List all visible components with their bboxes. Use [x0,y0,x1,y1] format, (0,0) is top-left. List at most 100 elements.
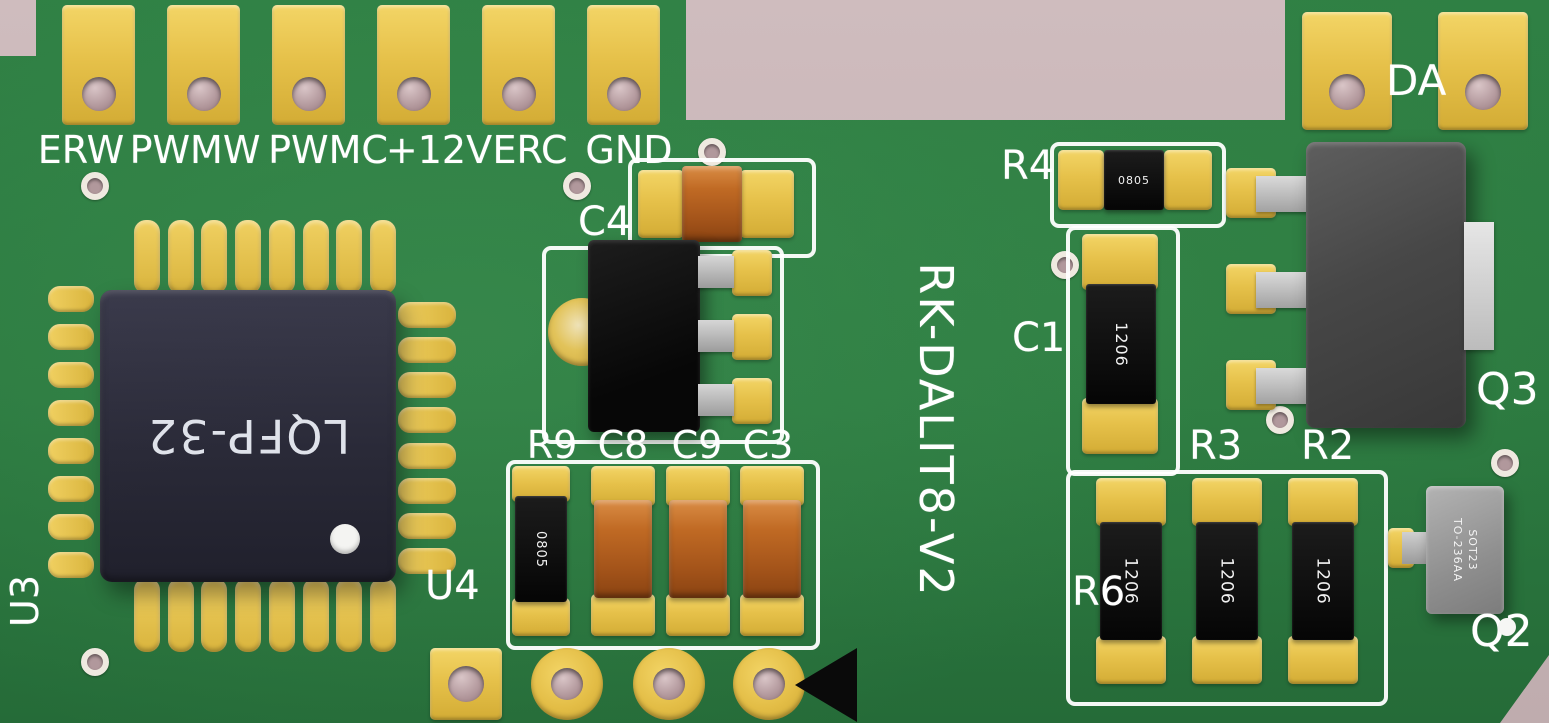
qfp-pin [302,220,329,294]
via [1051,251,1079,279]
ref-label-c4: C4 [578,199,632,245]
qfp-pin [167,578,194,652]
chip-marking: 1206 [1312,557,1333,605]
connector-pad-erw [62,5,135,125]
ref-label-r9: R9 [526,423,578,467]
ic-package-marking: LQFP-32 [145,409,351,463]
pad-hole [291,77,326,111]
qfp-pin [369,220,396,294]
qfp-pin [235,220,262,294]
qfp-pin [336,220,363,294]
qfp-pin [398,547,456,574]
regulator-lead [698,320,734,352]
ref-label-c1: C1 [1012,315,1066,361]
via [81,172,109,200]
ref-label-r6: R6 [1072,569,1126,615]
qfp-pin [48,324,94,350]
qfp-pin [398,337,456,364]
qfp-pin [336,578,363,652]
transistor-q3-tab [1464,222,1494,350]
ref-label-u4: U4 [425,563,480,609]
smd-pad [1082,234,1158,290]
qfp-pin [201,220,228,294]
transistor-q2-marking: SOT23 TO-236AA [1450,518,1480,582]
q2-package-marking: SOT23 [1465,529,1479,571]
silkscreen-dot [1498,618,1516,636]
smd-pad [591,466,655,506]
smd-pad [666,466,730,506]
smd-pad [732,314,772,360]
via [81,648,109,676]
resistor-r3-body: 1206 [1196,522,1258,640]
ref-label-q3: Q3 [1476,364,1539,415]
arrow-marker-icon [795,648,857,722]
silkscreen-outline-resistor-row [1066,470,1388,706]
transistor-q2-body: SOT23 TO-236AA [1426,486,1504,614]
label-pwmw: PWMW [129,128,261,172]
pin1-marker-dot [330,524,360,554]
ref-label-c9: C9 [671,423,723,467]
connector-pad-gnd [587,5,660,125]
transistor-lead [1256,272,1308,308]
qfp-pins-bottom [134,578,396,652]
chip-marking: 0805 [1118,173,1150,187]
qfp-pin [167,220,194,294]
via [563,172,591,200]
connector-pad-da [1302,12,1392,130]
smd-pad [1192,636,1262,684]
ref-label-r2: R2 [1301,423,1355,469]
regulator-lead [698,384,734,416]
qfp-pin [48,438,94,464]
label-erc: ERC [492,128,568,172]
regulator-body [588,240,700,432]
smd-pad [591,594,655,636]
mount-pad-square [430,648,502,720]
board-title: RK-DALIT8-V2 [909,262,963,598]
pad-hole [501,77,536,111]
smd-pad [732,378,772,424]
ref-label-r3: R3 [1189,423,1243,469]
qfp-pin [48,362,94,388]
smd-pad [1096,478,1166,526]
qfp-pin [398,512,456,539]
resistor-r4-body: 0805 [1104,150,1164,210]
resistor-r2-body: 1206 [1292,522,1354,640]
smd-pad [1288,636,1358,684]
smd-pad [740,170,794,238]
connector-pad-12v [377,5,450,125]
smd-pad [512,598,570,636]
smd-pad [1082,398,1158,454]
pad-hole [653,668,685,700]
connector-pad-da [1438,12,1528,130]
capacitor-c9-body [669,500,727,598]
via [1266,406,1294,434]
smd-pad [666,594,730,636]
transistor-lead [1256,368,1308,404]
chip-marking: 1206 [1111,321,1131,367]
qfp-pin [235,578,262,652]
capacitor-c8-body [594,500,652,598]
via [1491,449,1519,477]
qfp-pin [48,286,94,312]
qfp-pins-right [398,302,456,574]
pad-hole [81,77,116,111]
qfp-pin [134,578,160,652]
qfp-pin [134,220,160,294]
qfp-pin [398,477,456,504]
smd-pad [1288,478,1358,526]
qfp-pin [369,578,396,652]
smd-pad [740,594,804,636]
smd-pad [1192,478,1262,526]
capacitor-c3-body [743,500,801,598]
pad-hole [448,666,484,702]
resistor-r9-body: 0805 [515,496,567,602]
pad-hole [1329,74,1365,110]
qfp-pins-top [134,220,396,294]
mount-pad-round [531,648,603,720]
transistor-q3-body [1306,142,1466,428]
ref-label-u3: U3 [3,575,47,627]
pad-hole [186,77,221,111]
qfp-pin [398,442,456,469]
smd-pad [1058,150,1104,210]
